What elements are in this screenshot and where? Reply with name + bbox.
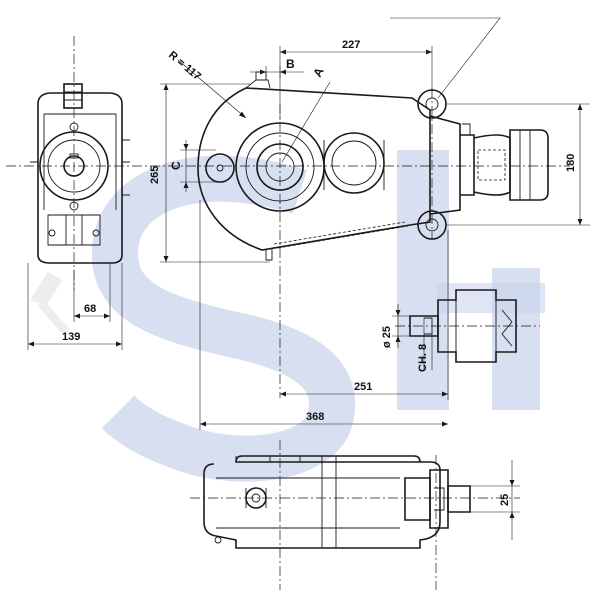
dim-25-label: 25 — [499, 494, 511, 506]
dim-139: 139 — [27, 263, 123, 350]
dim-227-label: 227 — [342, 39, 360, 51]
dim-265: 265 — [149, 83, 270, 263]
label-radius: R = 117 — [166, 49, 203, 83]
leader-a: A — [281, 65, 331, 163]
wrench-icon — [30, 272, 70, 336]
dim-368-label: 368 — [306, 411, 324, 423]
dim-251-label: 251 — [354, 381, 372, 393]
label-c: C — [169, 161, 183, 170]
dim-180-label: 180 — [565, 154, 577, 172]
dim-180: 180 — [446, 103, 590, 226]
leader-callout — [390, 17, 501, 99]
dim-251: 251 — [280, 230, 449, 400]
label-key: CH. 8 — [417, 344, 429, 372]
dim-b: B — [250, 57, 304, 78]
dim-227: 227 — [279, 39, 433, 120]
dim-265-label: 265 — [149, 166, 161, 184]
plan-view: 25 — [190, 440, 520, 590]
watermark-logo: SH — [30, 150, 545, 482]
end-view — [6, 36, 150, 290]
dim-139-label: 139 — [62, 331, 80, 343]
label-diameter: ø 25 — [381, 326, 393, 348]
dim-368: 368 — [199, 200, 448, 430]
leader-radius: R = 117 — [166, 49, 247, 119]
label-a: A — [310, 65, 327, 80]
dim-c: C — [169, 140, 216, 192]
side-view — [150, 71, 570, 398]
label-b: B — [286, 57, 295, 71]
shaft-detail: ø 25 CH. 8 — [381, 289, 540, 372]
dim-68-label: 68 — [84, 303, 96, 315]
dim-68: 68 — [73, 263, 111, 322]
